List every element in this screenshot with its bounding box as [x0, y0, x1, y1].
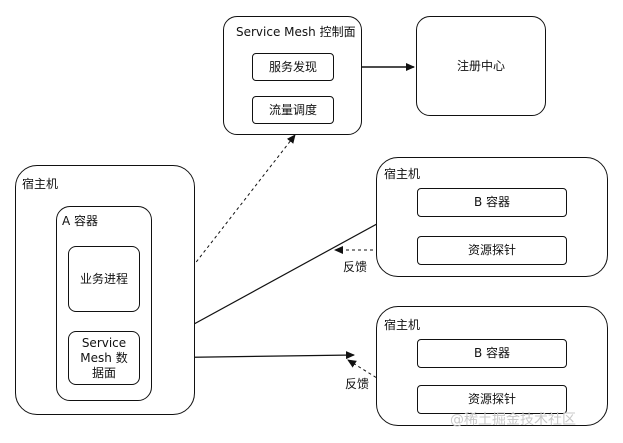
registry-box: 注册中心	[416, 16, 546, 116]
host-b2-title: 宿主机	[384, 318, 421, 332]
watermark: @稀土掘金技术社区	[450, 412, 576, 428]
probe-b1-box: 资源探针	[417, 236, 567, 265]
feedback-upper-label: 反馈	[343, 260, 368, 274]
container-b1-box: B 容器	[417, 188, 567, 217]
host-a-title: 宿主机	[22, 177, 59, 191]
service-discovery-box: 服务发现	[252, 53, 334, 81]
control-plane-title: Service Mesh 控制面	[236, 25, 356, 39]
traffic-scheduling-box: 流量调度	[252, 96, 334, 124]
container-a-title: A 容器	[62, 214, 99, 228]
container-b2-box: B 容器	[417, 339, 567, 368]
business-process-box: 业务进程	[68, 246, 140, 312]
probe-b2-box: 资源探针	[417, 385, 567, 414]
data-plane-box: Service Mesh 数据面	[68, 331, 140, 385]
feedback-lower-label: 反馈	[345, 377, 370, 391]
host-b1-title: 宿主机	[384, 167, 421, 181]
